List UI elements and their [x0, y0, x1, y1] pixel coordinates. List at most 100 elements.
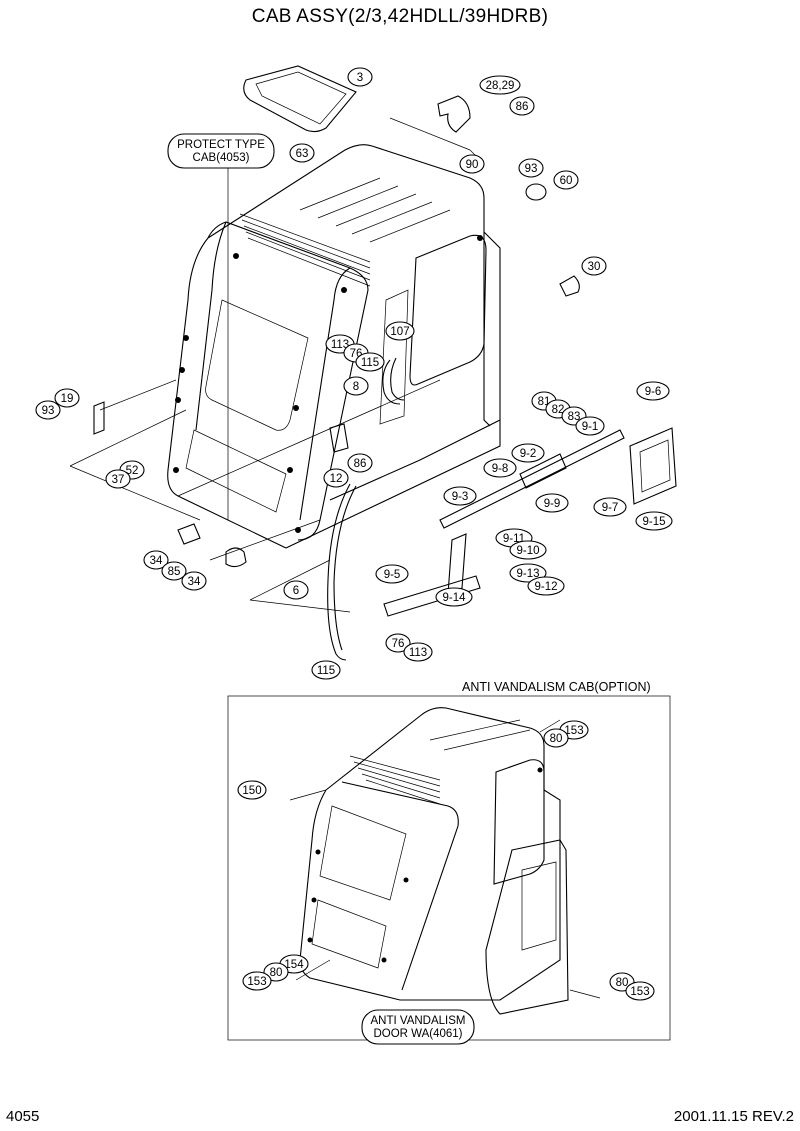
svg-text:9-6: 9-6 — [645, 386, 662, 398]
callout-9-1: 9-1 — [575, 416, 605, 436]
svg-text:115: 115 — [317, 665, 335, 677]
callout-115b: 115 — [311, 660, 341, 680]
callouts: 3 28,29 86 63 90 93 60 30 107 113 76 115… — [35, 67, 673, 1001]
svg-text:86: 86 — [354, 458, 367, 470]
callout-30: 30 — [581, 256, 607, 276]
svg-text:28,29: 28,29 — [486, 80, 515, 92]
callout-12: 12 — [323, 468, 349, 488]
callout-19: 19 — [54, 388, 80, 408]
svg-text:153: 153 — [630, 986, 649, 998]
svg-text:9-3: 9-3 — [452, 491, 469, 503]
callout-86a: 86 — [509, 96, 535, 116]
svg-text:86: 86 — [516, 101, 529, 113]
anti-door-note: ANTI VANDALISM DOOR WA(4061) — [361, 1009, 475, 1045]
svg-text:9-7: 9-7 — [602, 502, 619, 514]
svg-text:8: 8 — [353, 381, 359, 393]
svg-text:52: 52 — [126, 465, 139, 477]
callout-9-9: 9-9 — [535, 493, 569, 513]
svg-text:9-2: 9-2 — [520, 448, 537, 460]
callout-93b: 93 — [35, 400, 61, 420]
svg-text:DOOR WA(4061): DOOR WA(4061) — [373, 1028, 462, 1040]
svg-text:153: 153 — [247, 976, 266, 988]
svg-text:9-1: 9-1 — [582, 421, 599, 433]
svg-text:37: 37 — [112, 474, 125, 486]
svg-text:9-5: 9-5 — [384, 569, 401, 581]
callout-8: 8 — [343, 376, 369, 396]
svg-text:76: 76 — [392, 638, 405, 650]
callout-9-14: 9-14 — [435, 587, 473, 607]
page-number: 4055 — [6, 1108, 40, 1125]
svg-text:63: 63 — [296, 148, 309, 160]
svg-text:85: 85 — [168, 566, 181, 578]
callout-63: 63 — [289, 143, 315, 163]
svg-text:80: 80 — [270, 967, 283, 979]
svg-text:154: 154 — [284, 959, 304, 971]
callout-28-29: 28,29 — [479, 75, 521, 95]
svg-text:113: 113 — [409, 647, 427, 659]
callout-93a: 93 — [518, 158, 544, 178]
callout-86b: 86 — [347, 453, 373, 473]
callout-9-8: 9-8 — [483, 458, 517, 478]
svg-text:150: 150 — [242, 785, 261, 797]
svg-text:80: 80 — [616, 977, 629, 989]
callout-107: 107 — [385, 321, 415, 341]
svg-text:115: 115 — [361, 357, 379, 369]
anti-vandalism-cab-label: ANTI VANDALISM CAB(OPTION) — [462, 680, 651, 694]
callout-113b: 113 — [403, 642, 433, 662]
svg-text:30: 30 — [588, 261, 601, 273]
svg-text:93: 93 — [42, 405, 55, 417]
svg-text:90: 90 — [466, 159, 479, 171]
callout-9-6: 9-6 — [636, 381, 670, 401]
svg-text:3: 3 — [357, 72, 363, 84]
svg-text:107: 107 — [390, 326, 409, 338]
svg-text:19: 19 — [61, 393, 74, 405]
callout-153c: 153 — [625, 981, 655, 1001]
svg-text:9-12: 9-12 — [534, 581, 557, 593]
svg-text:9-8: 9-8 — [492, 463, 509, 475]
callout-37: 37 — [105, 469, 131, 489]
callout-34b: 34 — [181, 571, 207, 591]
callout-9-15: 9-15 — [635, 511, 673, 531]
svg-text:9-14: 9-14 — [442, 592, 466, 604]
callout-153b: 153 — [242, 971, 272, 991]
callout-150: 150 — [237, 780, 267, 800]
callout-76b: 76 — [385, 633, 411, 653]
svg-text:80: 80 — [550, 733, 563, 745]
svg-text:153: 153 — [564, 725, 583, 737]
callout-9-3: 9-3 — [443, 486, 477, 506]
svg-text:9-13: 9-13 — [516, 568, 539, 580]
protect-type-note: PROTECT TYPE CAB(4053) — [167, 133, 275, 169]
main-cab-frame — [69, 65, 677, 661]
svg-text:113: 113 — [331, 339, 349, 351]
callout-6: 6 — [283, 580, 309, 600]
svg-text:34: 34 — [188, 576, 201, 588]
callout-80a: 80 — [543, 728, 569, 748]
svg-text:34: 34 — [150, 555, 163, 567]
svg-text:9-9: 9-9 — [544, 498, 561, 510]
svg-text:93: 93 — [525, 163, 538, 175]
anti-vandalism-frame — [227, 695, 671, 1041]
callout-80b: 80 — [263, 962, 289, 982]
callout-9-2: 9-2 — [511, 443, 545, 463]
svg-text:6: 6 — [293, 585, 299, 597]
callout-9-12: 9-12 — [527, 576, 565, 596]
svg-text:9-15: 9-15 — [642, 516, 665, 528]
callout-90: 90 — [459, 154, 485, 174]
callout-115a: 115 — [355, 352, 385, 372]
date-revision: 2001.11.15 REV.2 — [673, 1108, 794, 1125]
page-title: CAB ASSY(2/3,42HDLL/39HDRB) — [251, 6, 549, 27]
callout-60: 60 — [553, 170, 579, 190]
callout-3: 3 — [347, 67, 373, 87]
svg-text:PROTECT TYPE: PROTECT TYPE — [177, 139, 265, 151]
callout-9-5: 9-5 — [375, 564, 409, 584]
callout-9-7: 9-7 — [593, 497, 627, 517]
svg-text:12: 12 — [330, 473, 343, 485]
callout-9-10: 9-10 — [509, 540, 547, 560]
svg-text:CAB(4053): CAB(4053) — [193, 152, 250, 164]
callout-34a: 34 — [143, 550, 169, 570]
anti-vandalism-cab — [289, 707, 601, 1015]
callout-85: 85 — [161, 561, 187, 581]
callout-9-13: 9-13 — [509, 563, 547, 583]
svg-text:ANTI VANDALISM: ANTI VANDALISM — [371, 1015, 466, 1027]
